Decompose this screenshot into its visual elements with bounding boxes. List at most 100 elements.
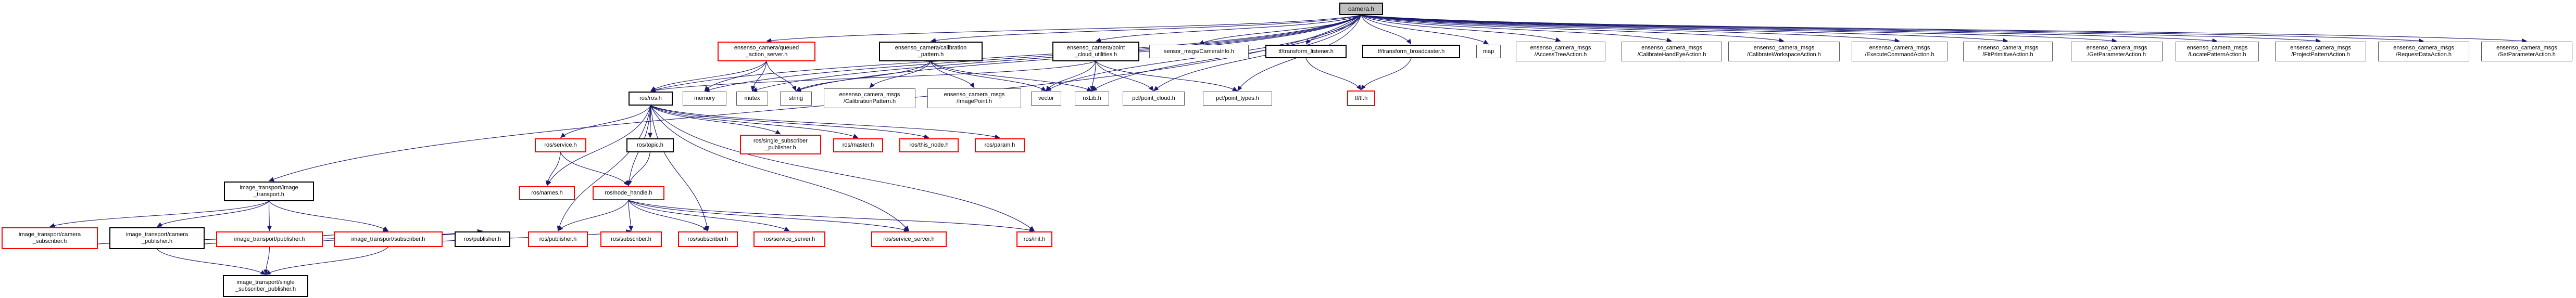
graph-node-label: ensenso_camera_msgs (1869, 45, 1930, 51)
graph-node-label: pcl/point_cloud.h (1132, 95, 1175, 101)
graph-node-label: ensenso_camera/point (1066, 45, 1125, 51)
graph-node-label: image_transport/camera (18, 231, 81, 238)
graph-node-label: ensenso_camera_msgs (1753, 45, 1815, 51)
graph-node-ros-single-subscriber-publisher-h: ros/single_subscriber_publisher.h (740, 135, 821, 154)
include-edge-image-transport-image-transport-h--image-transport-subscriber-h (269, 201, 388, 231)
graph-node-label: _subscriber_publisher.h (235, 286, 296, 292)
graph-node-ros-node-handle-h: ros/node_handle.h (593, 186, 664, 200)
graph-node-label: ros/node_handle.h (605, 190, 652, 196)
include-edge-point-cloud-utilities-h--vector-h (1046, 61, 1097, 92)
graph-node-label: /SetParameterAction.h (2498, 51, 2556, 58)
include-edge-image-transport-subscriber-h--image-transport-single-subscriber-publisher-h (265, 247, 388, 275)
include-edge-ros-ros-h--ros-subscriber-h-2 (650, 105, 710, 231)
graph-node-label: ensenso_camera_msgs (1977, 45, 2039, 51)
graph-node-label: ros/publisher.h (463, 236, 501, 242)
graph-node-image-transport-camera-publisher-h[interactable]: image_transport/camera_publisher.h (109, 227, 205, 249)
graph-node-label: ros/subscriber.h (687, 236, 728, 242)
graph-node-ros-ros-h[interactable]: ros/ros.h (629, 92, 673, 106)
graph-node-label: ros/service_server.h (763, 236, 815, 242)
graph-node-label: /ExecuteCommandAction.h (1865, 51, 1934, 58)
include-edge-ros-ros-h--ros-param-h (650, 105, 1000, 139)
include-edge-ros-service-h--ros-names-h (545, 152, 561, 186)
graph-node-project-pattern-action-h: ensenso_camera_msgs/ProjectPatternAction… (2275, 42, 2366, 61)
include-edge-ros-ros-h--ros-service-h (560, 105, 651, 138)
graph-node-label: ros/init.h (1023, 236, 1046, 242)
graph-node-fit-primitive-action-h: ensenso_camera_msgs/FitPrimitiveAction.h (1963, 42, 2053, 61)
graph-node-string-h: string (780, 92, 812, 106)
include-edge-camera-h--ros-ros-h (650, 15, 1362, 92)
graph-node-image-transport-single-subscriber-publisher-h[interactable]: image_transport/single_subscriber_publis… (223, 275, 308, 297)
graph-node-request-data-action-h: ensenso_camera_msgs/RequestDataAction.h (2378, 42, 2469, 61)
graph-node-label: image_transport/single (236, 279, 295, 286)
graph-node-ros-topic-h[interactable]: ros/topic.h (626, 138, 674, 152)
include-edge-camera-h--project-pattern-action-h (1361, 15, 2321, 43)
graph-node-label: memory (694, 95, 715, 101)
include-edge-camera-h--calibration-pattern-h (931, 15, 1362, 43)
graph-node-ros-service-h: ros/service.h (535, 138, 586, 152)
graph-node-label: _publisher.h (141, 238, 173, 244)
graph-node-label: ros/master.h (842, 142, 874, 148)
graph-node-label: ensenso_camera_msgs (1530, 45, 1591, 51)
graph-node-label: _publisher.h (765, 145, 796, 151)
graph-node-label: camera.h (1348, 5, 1375, 12)
include-edge-image-transport-image-transport-h--image-transport-camera-publisher-h (157, 201, 269, 227)
graph-node-ros-init-h: ros/init.h (1016, 231, 1052, 247)
include-edge-image-transport-camera-publisher-h--image-transport-single-subscriber-publisher-h (157, 249, 266, 275)
include-edge-calibration-pattern-h--vector-h (931, 61, 1047, 92)
graph-node-pcl-point-types-h: pcl/point_types.h (1203, 92, 1272, 106)
graph-node-label: /CalibrateWorkspaceAction.h (1747, 51, 1821, 58)
graph-node-ros-subscriber-h-2: ros/subscriber.h (678, 231, 738, 247)
graph-node-calibration-pattern-h[interactable]: ensenso_camera/calibration_pattern.h (879, 42, 983, 61)
graph-node-image-point-msg-h: ensenso_camera_msgs/ImagePoint.h (927, 88, 1021, 108)
graph-node-ros-publisher-h-linked[interactable]: ros/publisher.h (455, 231, 510, 247)
graph-node-label: sensor_msgs/CameraInfo.h (1163, 48, 1235, 55)
graph-node-label: _pattern.h (918, 51, 944, 58)
graph-node-image-transport-camera-subscriber-h: image_transport/camera_subscriber.h (2, 227, 98, 249)
include-edge-calibration-pattern-h--string-h (796, 61, 931, 92)
graph-node-image-transport-publisher-h: image_transport/publisher.h (216, 231, 323, 247)
graph-node-label: ros/names.h (531, 190, 563, 196)
graph-node-label: ensenso_camera_msgs (839, 92, 900, 98)
graph-node-queued-action-server-h: ensenso_camera/queued_action_server.h (718, 42, 815, 61)
include-edge-queued-action-server-h--mutex-h (750, 61, 767, 92)
graph-node-camera-h[interactable]: camera.h (1339, 3, 1383, 15)
graph-node-image-transport-image-transport-h[interactable]: image_transport/image_transport.h (224, 182, 314, 201)
graph-node-label: ros/topic.h (637, 142, 663, 148)
graph-node-label: /RequestDataAction.h (2395, 51, 2452, 58)
graph-node-label: ensenso_camera_msgs (1641, 45, 1702, 51)
graph-node-image-transport-subscriber-h: image_transport/subscriber.h (334, 231, 443, 247)
graph-node-sensor-msgs-camerainfo-h: sensor_msgs/CameraInfo.h (1149, 45, 1249, 58)
graph-node-vector-h: vector (1031, 92, 1061, 106)
include-edge-queued-action-server-h--memory-h (704, 61, 767, 92)
graph-node-tf-tf-h: tf/tf.h (1347, 90, 1375, 106)
graph-node-tf-transform-broadcaster-h[interactable]: tf/transform_broadcaster.h (1362, 45, 1460, 58)
graph-node-tf-transform-listener-h[interactable]: tf/transform_listener.h (1265, 45, 1347, 58)
graph-node-point-cloud-utilities-h[interactable]: ensenso_camera/point_cloud_utilities.h (1052, 42, 1139, 61)
graph-node-mutex-h: mutex (736, 92, 768, 106)
graph-node-ros-service-server-h-2: ros/service_server.h (871, 231, 947, 247)
include-edge-ros-node-handle-h--ros-subscriber-h-2 (628, 200, 708, 231)
include-edge-point-cloud-utilities-h--pcl-point-cloud-h (1095, 61, 1154, 92)
graph-node-label: _transport.h (254, 191, 284, 198)
include-edge-camera-h--calibrate-hand-eye-action-h (1361, 15, 1672, 43)
graph-node-label: ensenso_camera_msgs (2496, 45, 2557, 51)
graph-node-label: mutex (744, 95, 760, 101)
graph-node-ros-master-h: ros/master.h (833, 138, 883, 152)
graph-node-label: /CalibrationPattern.h (843, 98, 896, 105)
graph-node-set-parameter-action-h: ensenso_camera_msgs/SetParameterAction.h (2481, 42, 2572, 61)
graph-node-calibrate-workspace-action-h: ensenso_camera_msgs/CalibrateWorkspaceAc… (1728, 42, 1840, 61)
graph-node-label: ensenso_camera/calibration (895, 45, 967, 51)
graph-node-label: ros/service_server.h (883, 236, 935, 242)
graph-node-calibrate-hand-eye-action-h: ensenso_camera_msgs/CalibrateHandEyeActi… (1622, 42, 1722, 61)
include-edge-camera-h--execute-command-action-h (1361, 15, 1900, 43)
graph-node-label: ensenso_camera_msgs (2290, 45, 2351, 51)
include-edge-ros-node-handle-h--ros-service-server-h-2 (628, 200, 909, 232)
include-edge-ros-node-handle-h--ros-publisher-h (558, 200, 629, 231)
graph-node-label: ensenso_camera_msgs (944, 92, 1005, 98)
graph-node-label: _action_server.h (745, 51, 788, 58)
graph-node-label: _cloud_utilities.h (1074, 51, 1117, 58)
graph-node-label: image_transport/camera (125, 231, 189, 238)
graph-node-label: ros/subscriber.h (611, 236, 651, 242)
graph-node-label: /GetParameterAction.h (2088, 51, 2146, 58)
